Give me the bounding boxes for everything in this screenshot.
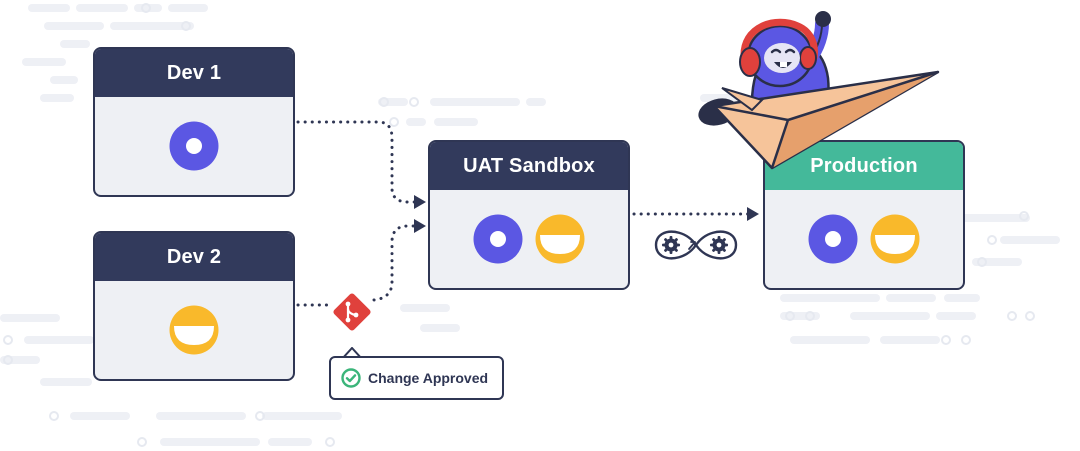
smile-icon xyxy=(870,214,920,264)
ring-icon xyxy=(473,214,523,264)
connector-git-to-uat xyxy=(372,224,418,302)
smile-icon xyxy=(535,214,585,264)
env-card-production[interactable]: Production xyxy=(763,140,965,290)
arrowhead-dev1 xyxy=(414,195,426,209)
check-circle-icon xyxy=(341,368,361,388)
connector-dev1-to-uat xyxy=(296,120,418,204)
env-card-uat-sandbox[interactable]: UAT Sandbox xyxy=(428,140,630,290)
change-approved-badge: Change Approved xyxy=(329,356,504,400)
change-approved-label: Change Approved xyxy=(368,370,489,386)
arrowhead-dev2 xyxy=(414,219,426,233)
env-title-dev1: Dev 1 xyxy=(95,49,293,97)
env-title-uat-sandbox: UAT Sandbox xyxy=(430,142,628,190)
smile-icon xyxy=(169,305,219,355)
git-merge-icon xyxy=(333,293,371,331)
arrowhead-production xyxy=(747,207,759,221)
ring-icon xyxy=(169,121,219,171)
env-card-dev2[interactable]: Dev 2 xyxy=(93,231,295,381)
env-title-dev2: Dev 2 xyxy=(95,233,293,281)
paper-plane-mascot-icon xyxy=(698,11,940,170)
env-card-dev1[interactable]: Dev 1 xyxy=(93,47,295,197)
ring-icon xyxy=(808,214,858,264)
gear-pipeline-icon xyxy=(654,230,738,260)
